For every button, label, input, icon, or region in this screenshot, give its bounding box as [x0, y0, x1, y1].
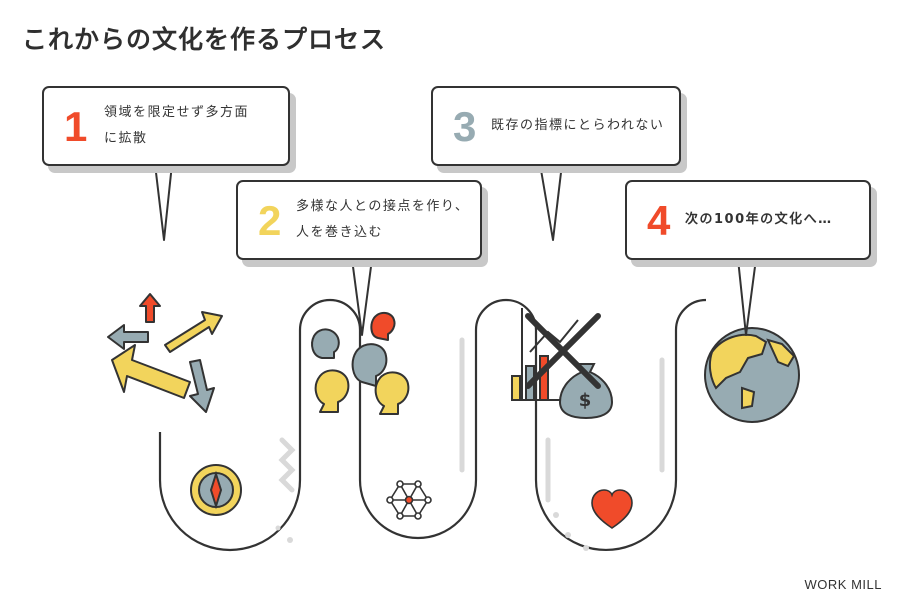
brand-logo: WORK MILL [804, 577, 882, 592]
path-dots [275, 512, 589, 551]
bubble-tail-1 [154, 163, 173, 241]
bubble-tail-4 [737, 258, 757, 336]
step-bubble-1: 1 領域を限定せず多方面 に拡散 [42, 86, 290, 166]
bubble-tail-3 [539, 163, 563, 241]
people-icon [311, 312, 410, 415]
page-title: これからの文化を作るプロセス [22, 25, 387, 54]
bubble-tail-2 [351, 258, 373, 336]
network-icon [386, 480, 432, 520]
step-number-2: 2 [258, 197, 282, 244]
svg-text:$: $ [579, 390, 592, 411]
step-bubble-4: 4 次の100年の文化へ… [625, 180, 871, 260]
step-text-1: 領域を限定せず多方面 に拡散 [104, 105, 250, 146]
step-bubble-3: 3 既存の指標にとらわれない [431, 86, 681, 166]
step-number-4: 4 [647, 197, 671, 244]
winding-path [158, 298, 707, 552]
arrows-icon [107, 293, 223, 413]
step-text-3: 既存の指標にとらわれない [491, 118, 665, 133]
path-shadow [278, 337, 665, 503]
globe-icon [704, 327, 800, 423]
step-text-4: 次の100年の文化へ… [685, 212, 833, 227]
compass-icon [190, 464, 242, 516]
step-number-1: 1 [64, 103, 88, 150]
step-number-3: 3 [453, 103, 477, 150]
step-text-2: 多様な人との接点を作り、 人を巻き込む [296, 199, 470, 240]
heart-icon [591, 489, 633, 529]
step-bubble-2: 2 多様な人との接点を作り、 人を巻き込む [236, 180, 482, 260]
crossed-chart-money-icon: $ [511, 308, 614, 420]
